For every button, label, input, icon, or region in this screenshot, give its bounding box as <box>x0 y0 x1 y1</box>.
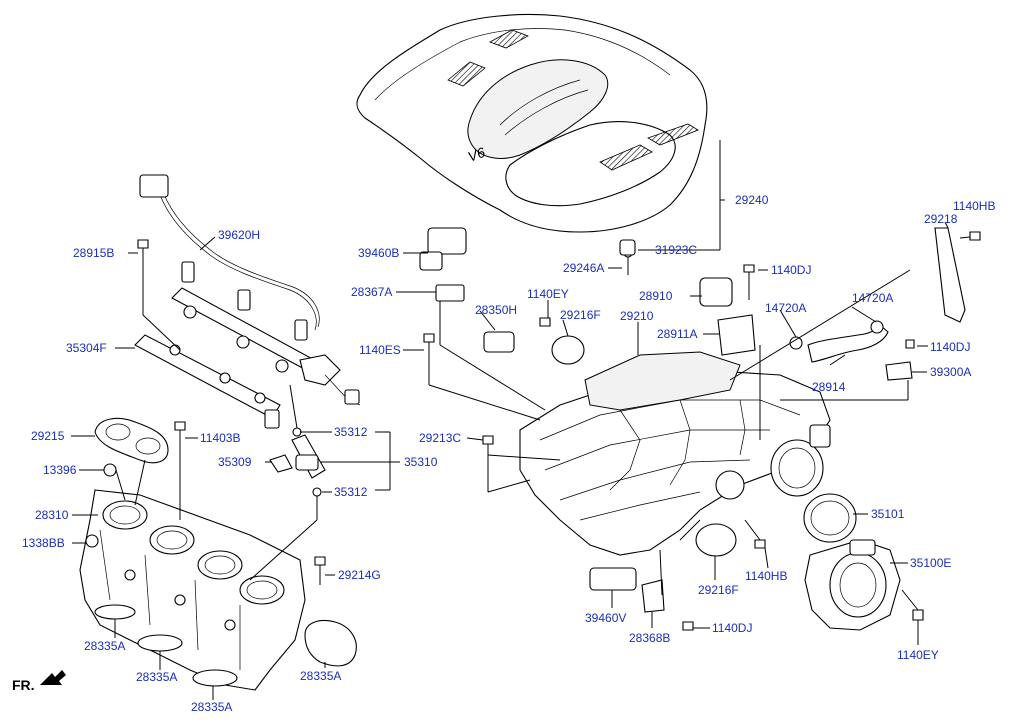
label-1140HB-bot: 1140HB <box>745 569 787 583</box>
bolts <box>85 231 981 631</box>
front-direction-label: FR. <box>12 677 35 693</box>
label-39300A: 39300A <box>930 365 971 379</box>
label-14720A-2: 14720A <box>852 291 893 305</box>
label-28350H: 28350H <box>475 303 517 317</box>
label-11403B: 11403B <box>200 431 240 445</box>
label-28335A-1: 28335A <box>84 639 125 653</box>
label-14720A-1: 14720A <box>765 301 806 315</box>
label-31923C: 31923C <box>655 243 697 257</box>
label-29215: 29215 <box>31 429 65 443</box>
label-29216F-bot: 29216F <box>698 583 739 597</box>
label-39460V: 39460V <box>585 611 626 625</box>
label-1140EY-top: 1140EY <box>527 287 569 301</box>
label-1140DJ-bot: 1140DJ <box>712 621 752 635</box>
label-1140ES: 1140ES <box>359 343 401 357</box>
label-29246A: 29246A <box>563 261 604 275</box>
label-35310: 35310 <box>404 455 438 469</box>
label-35304F: 35304F <box>66 341 107 355</box>
label-35100E: 35100E <box>910 556 951 570</box>
valves-sensors <box>419 227 966 613</box>
label-29210: 29210 <box>620 309 654 323</box>
gasket-29215 <box>94 417 169 464</box>
label-28915B: 28915B <box>73 246 114 260</box>
label-39460B: 39460B <box>358 246 399 260</box>
front-arrow-icon <box>40 670 66 685</box>
label-28911A: 28911A <box>657 327 697 341</box>
throttle-body-35100E <box>803 493 901 631</box>
intake-manifold-29210 <box>519 351 831 556</box>
label-1338BB: 1338BB <box>22 536 65 550</box>
wiring-harness-39620H <box>139 174 361 406</box>
label-28335A-4: 28335A <box>300 669 341 683</box>
gaskets-28335A <box>94 604 357 687</box>
engine-cover-29240: V6 <box>356 13 708 233</box>
label-35101: 35101 <box>871 507 905 521</box>
label-28335A-3: 28335A <box>191 700 232 714</box>
svg-text:V6: V6 <box>466 144 488 165</box>
lower-intake-28310 <box>79 489 306 691</box>
label-29214G: 29214G <box>338 568 381 582</box>
label-35309: 35309 <box>218 455 252 469</box>
label-28310: 28310 <box>35 508 69 522</box>
label-29216F-top: 29216F <box>560 308 601 322</box>
label-13396: 13396 <box>43 463 77 477</box>
label-35312-1: 35312 <box>334 425 368 439</box>
leader-lines <box>71 140 971 700</box>
label-28914: 28914 <box>812 380 846 394</box>
label-28335A-2: 28335A <box>136 670 177 684</box>
injector-35310 <box>269 427 326 497</box>
label-39620H: 39620H <box>218 228 260 242</box>
hose-28914 <box>789 320 889 363</box>
label-1140EY-bot: 1140EY <box>897 648 939 662</box>
label-28367A: 28367A <box>351 285 392 299</box>
label-1140HB-top: 1140HB <box>953 199 995 213</box>
part-number-labels: 29240 31923C 29246A 39460B 28367A 28350H… <box>12 193 995 714</box>
label-29218: 29218 <box>924 212 958 226</box>
label-1140DJ-right: 1140DJ <box>930 340 970 354</box>
fuel-rail-35304F <box>134 287 319 429</box>
label-1140DJ-top: 1140DJ <box>771 263 811 277</box>
label-28910: 28910 <box>639 289 673 303</box>
label-35312-2: 35312 <box>334 485 368 499</box>
label-29240: 29240 <box>735 193 769 207</box>
label-29213C: 29213C <box>419 431 461 445</box>
label-28368B: 28368B <box>629 631 670 645</box>
